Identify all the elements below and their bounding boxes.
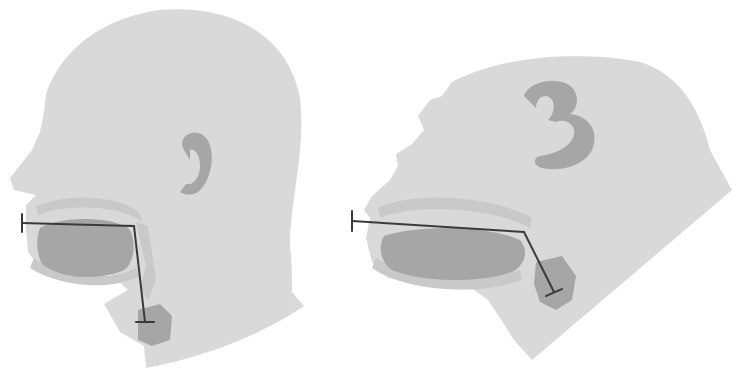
human-tongue-shape [37,219,133,277]
human-head-panel [10,9,304,368]
chimp-tongue-shape [381,228,525,280]
chimp-head-panel [352,56,732,360]
